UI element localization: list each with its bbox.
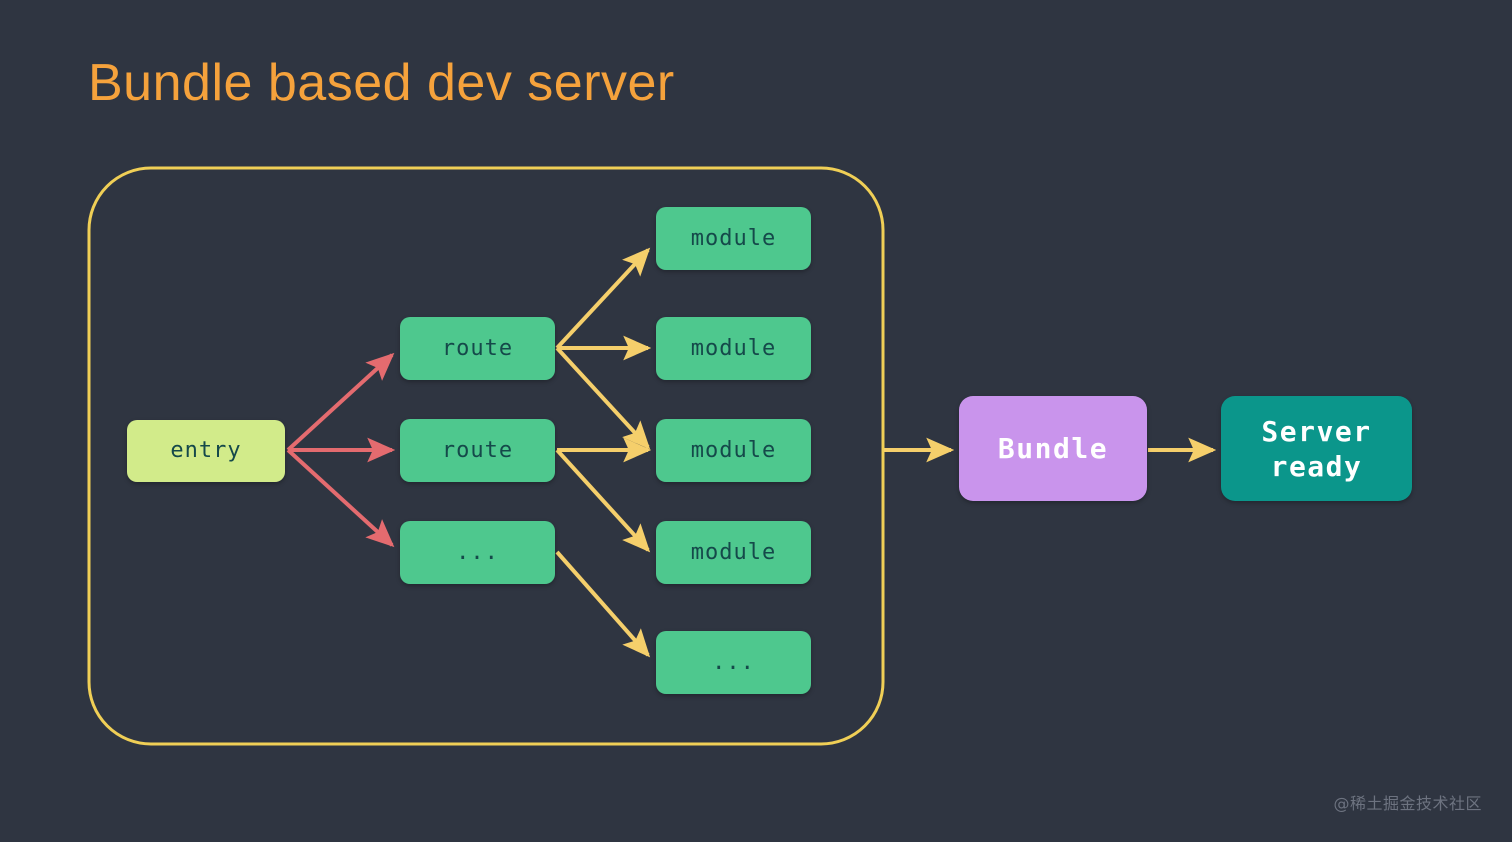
node-server-ready-line1: Server xyxy=(1261,414,1372,448)
page-title: Bundle based dev server xyxy=(88,54,675,112)
node-module-3-label: module xyxy=(690,437,777,463)
node-module-2[interactable]: module xyxy=(656,317,811,380)
entry-to-route-arrows xyxy=(286,352,396,548)
group-container-outline xyxy=(87,166,885,746)
node-module-4[interactable]: module xyxy=(656,521,811,584)
node-module-1[interactable]: module xyxy=(656,207,811,270)
node-route-1[interactable]: route xyxy=(400,317,555,380)
node-route-1-label: route xyxy=(441,335,514,361)
node-server-ready-line2: ready xyxy=(1270,449,1363,483)
node-route-2-label: route xyxy=(441,437,514,463)
node-module-2-label: module xyxy=(690,335,777,361)
node-route-ellipsis[interactable]: ... xyxy=(400,521,555,584)
node-server-ready[interactable]: Server ready xyxy=(1221,396,1412,501)
node-module-1-label: module xyxy=(690,225,777,251)
node-bundle[interactable]: Bundle xyxy=(959,396,1147,501)
node-route-ellipsis-label: ... xyxy=(456,539,499,565)
node-module-ellipsis-label: ... xyxy=(712,649,755,675)
node-route-2[interactable]: route xyxy=(400,419,555,482)
node-module-4-label: module xyxy=(690,539,777,565)
node-module-3[interactable]: module xyxy=(656,419,811,482)
node-module-ellipsis[interactable]: ... xyxy=(656,631,811,694)
watermark: @稀土掘金技术社区 xyxy=(1333,794,1482,813)
route-to-module-arrows xyxy=(555,247,652,658)
node-bundle-label: Bundle xyxy=(997,432,1109,465)
node-entry[interactable]: entry xyxy=(127,420,285,482)
node-entry-label: entry xyxy=(170,438,242,464)
